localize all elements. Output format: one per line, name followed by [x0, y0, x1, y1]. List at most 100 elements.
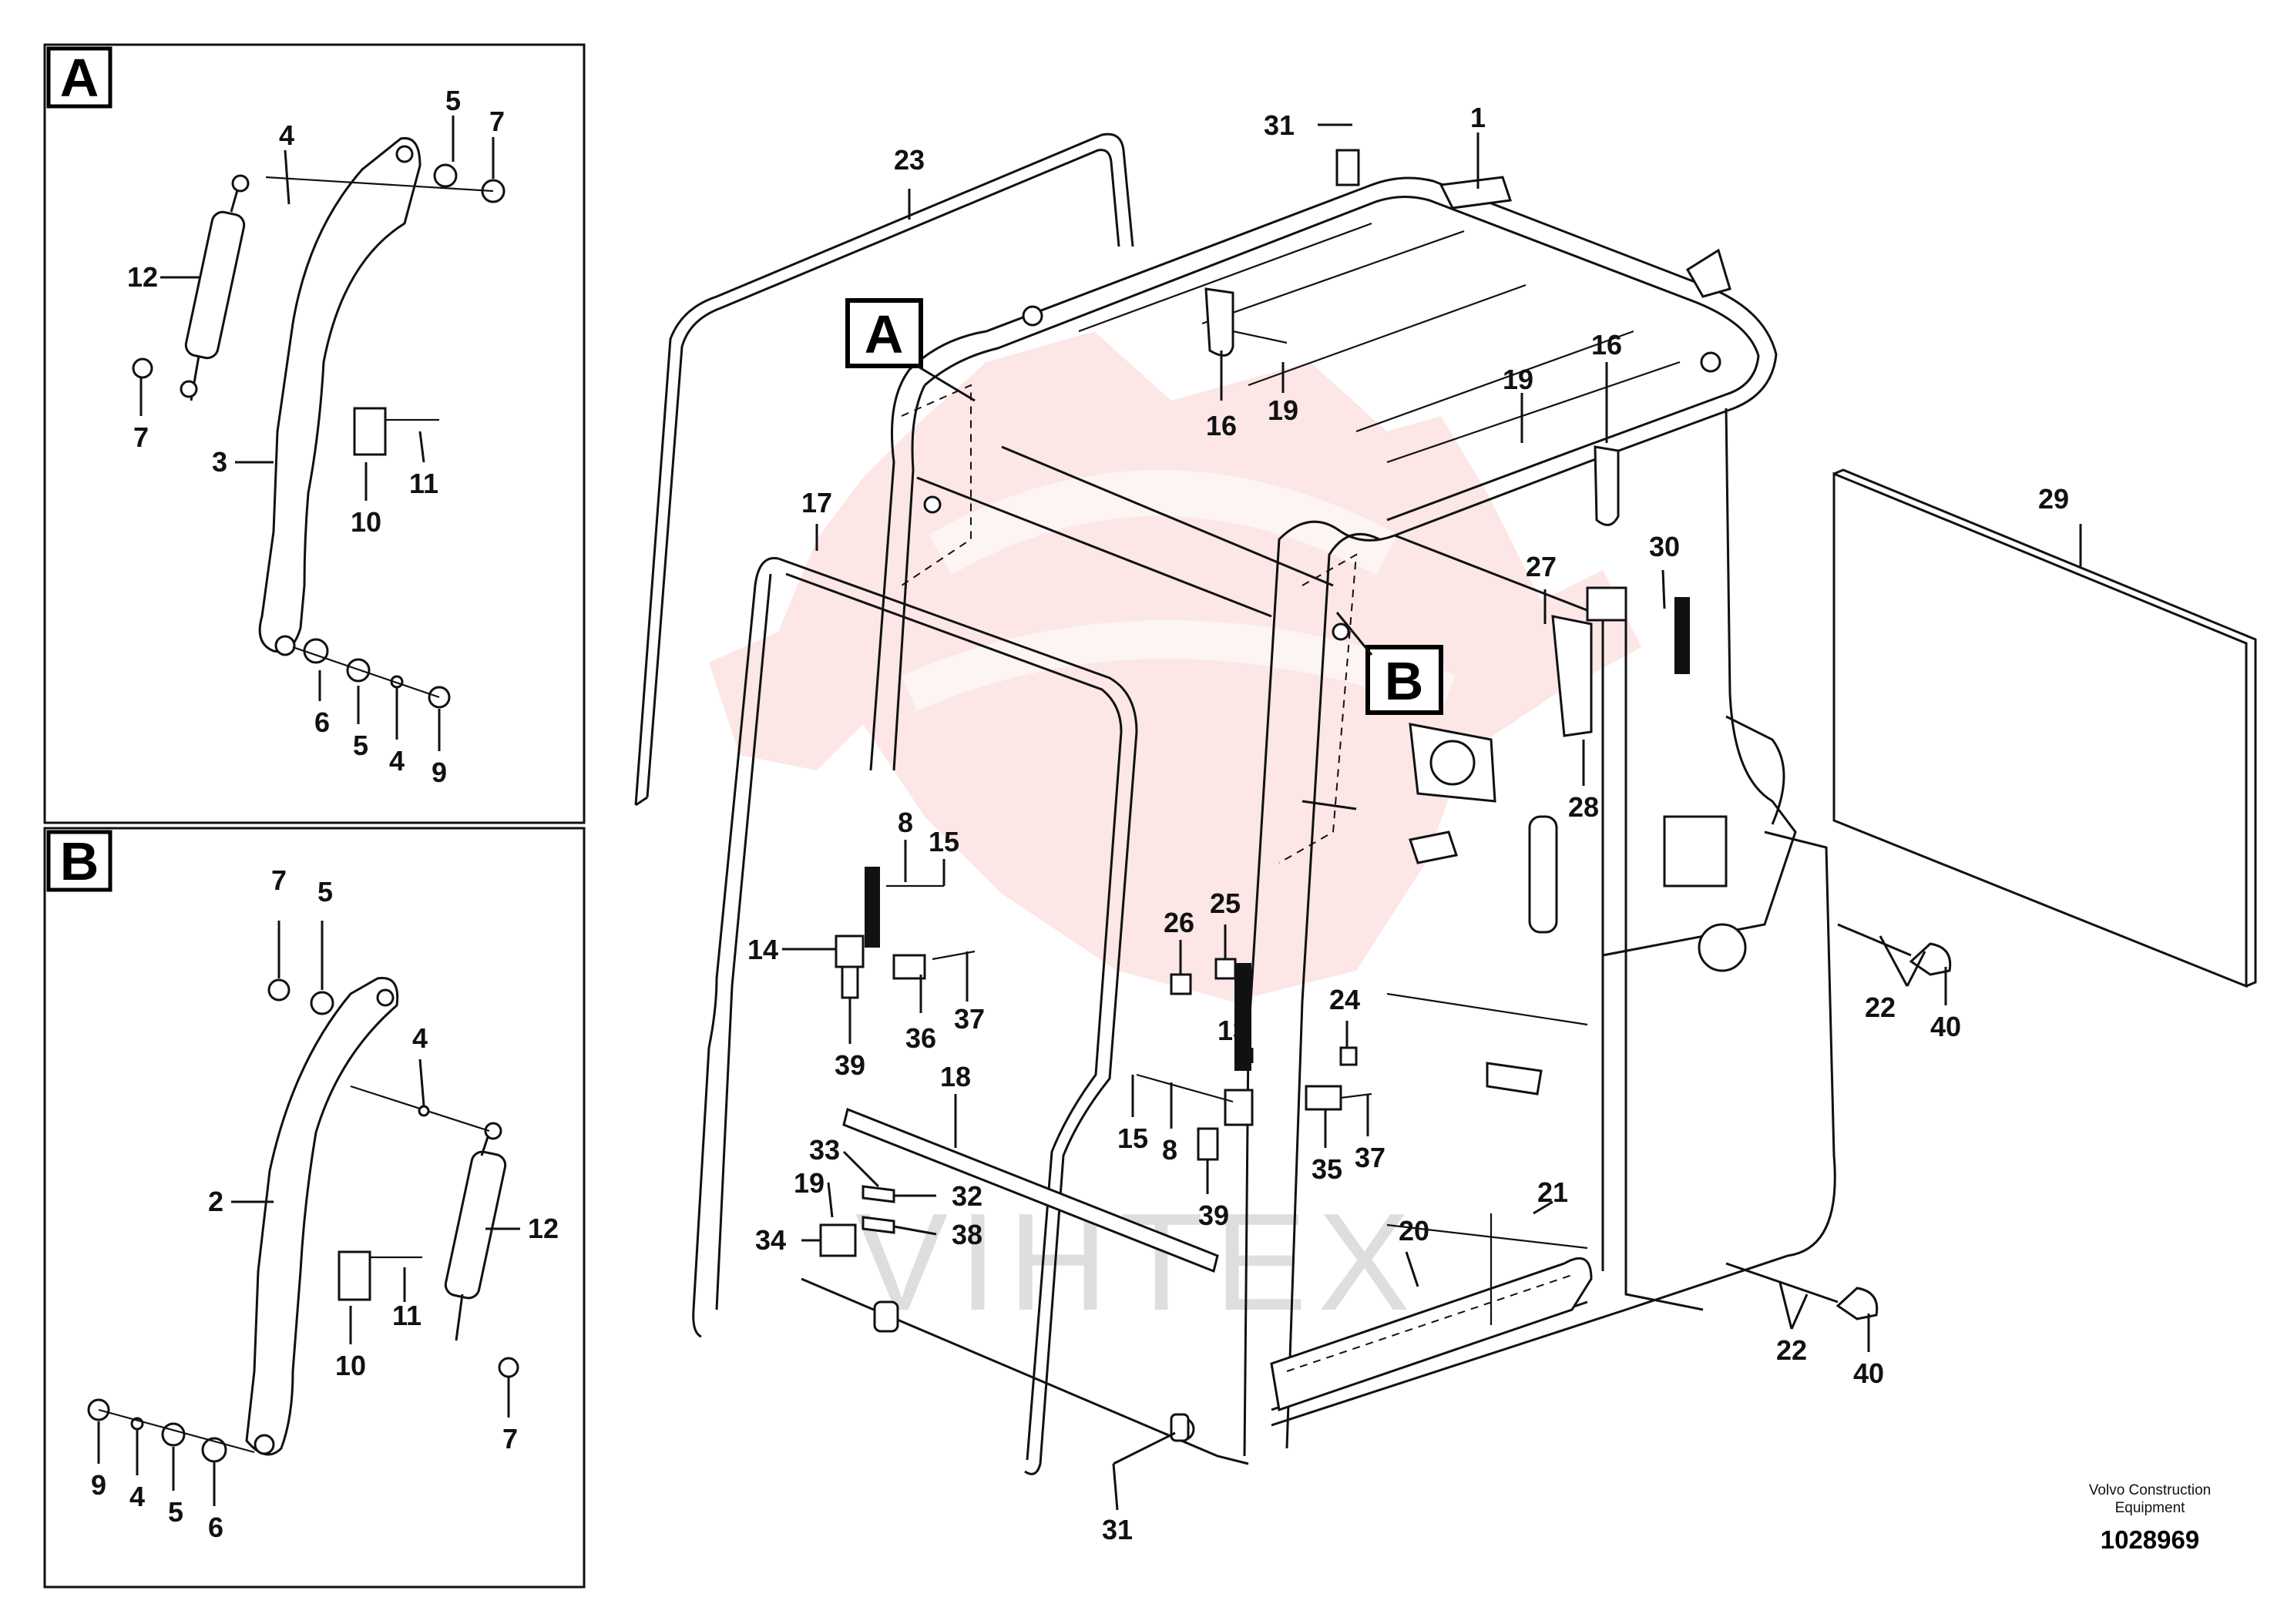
label-a-4: 4 [279, 119, 294, 151]
clip-39-b [1197, 1127, 1219, 1161]
label-b-5: 5 [317, 876, 333, 908]
label-33: 33 [809, 1134, 840, 1166]
label-22-top: 22 [1865, 992, 1896, 1023]
label-39-right: 39 [1198, 1200, 1229, 1231]
label-37-left: 37 [954, 1003, 985, 1035]
label-15-lower: 15 [1117, 1122, 1148, 1154]
clip-38 [862, 1216, 895, 1234]
label-39-left: 39 [835, 1049, 865, 1081]
label-18: 18 [940, 1061, 971, 1092]
label-30: 30 [1649, 531, 1680, 562]
label-b-9: 9 [91, 1469, 106, 1501]
clip-36 [892, 954, 926, 980]
bolt-40-bottom [1836, 1287, 1879, 1320]
label-22-bottom: 22 [1776, 1334, 1807, 1366]
pin-31-floor [1170, 1413, 1190, 1442]
label-a-6: 6 [314, 706, 330, 738]
label-24: 24 [1329, 984, 1360, 1015]
label-16-roof: 16 [1206, 410, 1237, 441]
label-26: 26 [1164, 907, 1194, 938]
label-a-7b: 7 [133, 421, 149, 453]
label-25: 25 [1210, 887, 1241, 919]
label-a-7: 7 [489, 106, 505, 137]
label-b-5b: 5 [168, 1496, 183, 1528]
front-glass-23 [634, 133, 1134, 806]
strip-30 [1674, 597, 1690, 674]
clip-32 [862, 1185, 895, 1203]
label-29: 29 [2038, 483, 2069, 515]
roof-pin-31 [1335, 149, 1360, 186]
clip-39 [841, 965, 859, 999]
bracket-10 [353, 407, 387, 456]
label-a-10: 10 [351, 506, 381, 538]
label-23: 23 [894, 144, 925, 176]
label-36: 36 [905, 1022, 936, 1054]
bolt-40-top [1909, 942, 1952, 976]
arm-3 [258, 136, 422, 653]
label-19-lower: 19 [794, 1167, 825, 1199]
label-17: 17 [801, 487, 832, 518]
label-19-right: 19 [1503, 364, 1533, 395]
label-34: 34 [755, 1224, 786, 1256]
callout-b-box [1365, 645, 1443, 715]
panel-a-tag [46, 46, 113, 109]
gas-strut-12 [184, 210, 246, 360]
label-16-right: 16 [1591, 329, 1622, 361]
hinge-14 [835, 934, 865, 968]
callout-b: B [1385, 651, 1424, 711]
bolt-24 [1339, 1046, 1358, 1066]
label-20: 20 [1399, 1215, 1429, 1247]
label-31-floor: 31 [1102, 1514, 1133, 1545]
label-14: 14 [747, 934, 778, 965]
bracket-10-b [338, 1250, 371, 1301]
panel-b: B 7 5 [43, 827, 586, 1589]
panel-b-tag [46, 830, 113, 892]
label-a-5: 5 [445, 85, 461, 116]
label-b-6: 6 [208, 1512, 223, 1543]
footer: Volvo Construction Equipment 1028969 [2089, 1482, 2211, 1554]
panel-a-title: A [60, 48, 99, 108]
door-seal-17 [692, 556, 779, 1338]
label-b-11: 11 [392, 1300, 422, 1331]
panel-a: A 4 [43, 43, 586, 824]
bracket-28 [1551, 615, 1593, 737]
label-b-7b: 7 [502, 1423, 518, 1455]
bracket-16-right [1594, 445, 1620, 526]
label-a-12: 12 [127, 261, 158, 293]
label-b-2: 2 [208, 1186, 223, 1217]
label-b-4: 4 [412, 1022, 428, 1054]
callout-a-box [845, 298, 923, 368]
block-34 [819, 1223, 857, 1257]
nut-26 [1170, 973, 1192, 995]
label-15-upper: 15 [929, 826, 959, 857]
bracket-16-roof [1204, 287, 1234, 357]
label-37-right: 37 [1355, 1142, 1385, 1173]
label-b-7: 7 [271, 864, 287, 896]
label-13: 13 [1218, 1015, 1248, 1046]
label-a-9: 9 [432, 757, 447, 788]
arm-2 [245, 976, 399, 1456]
label-b-10: 10 [335, 1350, 366, 1381]
label-a-5b: 5 [353, 730, 368, 761]
label-b-12: 12 [528, 1213, 559, 1244]
brand-line-2: Equipment [2115, 1500, 2186, 1516]
watermark: VIHTEX [709, 331, 1641, 1340]
leader-lines [782, 123, 2082, 1511]
label-31-top: 31 [1264, 109, 1295, 141]
label-b-4b: 4 [129, 1481, 145, 1512]
label-35: 35 [1312, 1153, 1342, 1185]
label-40-top: 40 [1930, 1011, 1961, 1042]
panel-b-title: B [60, 831, 99, 891]
bracket-27 [1586, 586, 1627, 622]
label-32: 32 [952, 1180, 982, 1212]
strip-8 [865, 867, 880, 948]
brand-line-1: Volvo Construction [2089, 1482, 2211, 1498]
cab-drawing: A B [634, 133, 2257, 1475]
label-27: 27 [1526, 551, 1557, 582]
label-19-roof: 19 [1268, 394, 1298, 426]
lifting-eye-1 [1439, 176, 1512, 210]
label-38: 38 [952, 1219, 982, 1250]
gas-strut-12-b [444, 1150, 507, 1300]
